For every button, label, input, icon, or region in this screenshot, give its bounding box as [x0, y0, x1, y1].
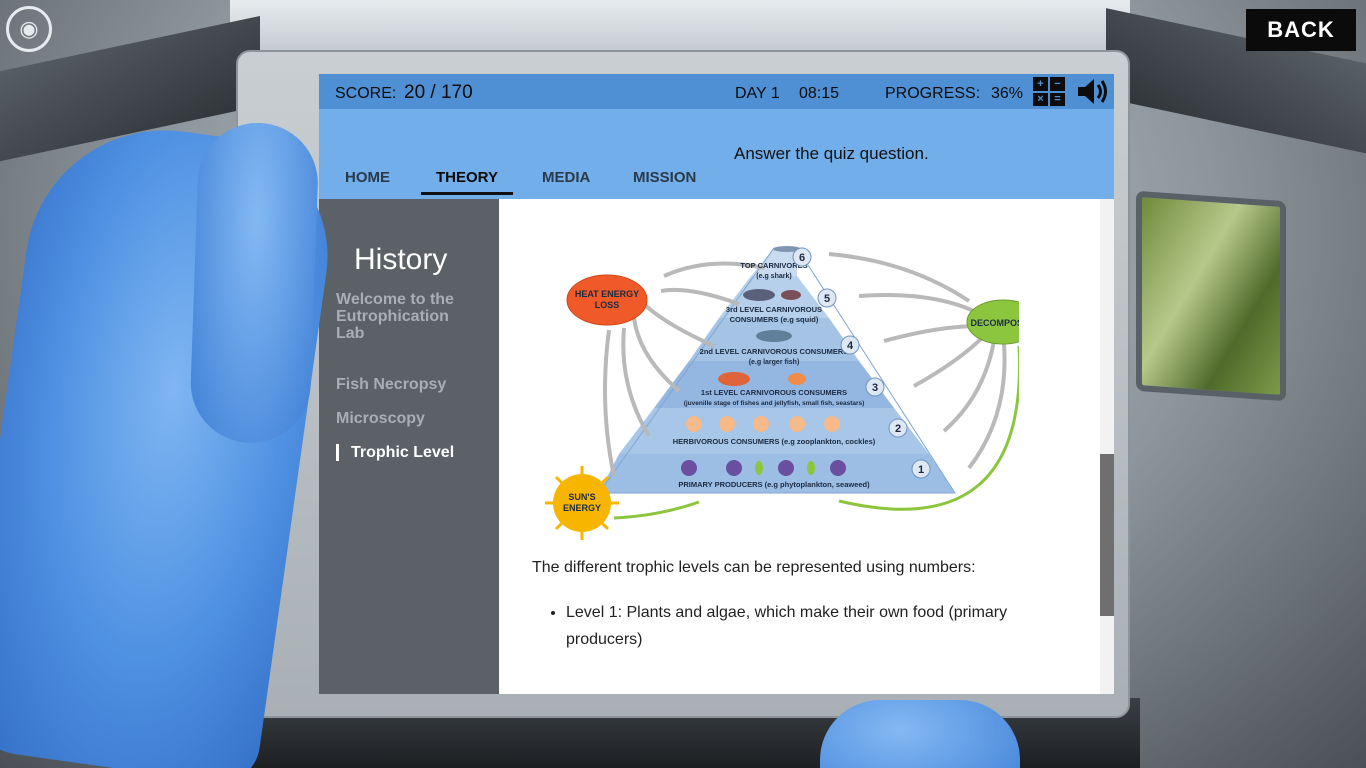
sidebar-title: History	[354, 243, 448, 276]
status-bar: SCORE: 20 / 170 DAY 1 08:15 PROGRESS: 36…	[319, 74, 1114, 109]
day-label: DAY 1	[735, 85, 780, 102]
tablet-screen: SCORE: 20 / 170 DAY 1 08:15 PROGRESS: 36…	[319, 74, 1114, 694]
list-item: Level 1: Plants and algae, which make th…	[566, 599, 1066, 653]
tab-theory[interactable]: THEORY	[421, 169, 513, 195]
badge-6: 6	[799, 252, 805, 264]
time-label: 08:15	[799, 85, 840, 102]
sidebar-item-fish-necropsy[interactable]: Fish Necropsy	[336, 376, 447, 393]
trophic-pyramid-diagram: HEAT ENERGY LOSS DECOMPOSER SUN'S ENERGY…	[529, 246, 1040, 544]
view-rotate-icon[interactable]: ◉	[6, 6, 52, 52]
sun-label-2: ENERGY	[563, 503, 601, 513]
sun-label-1: SUN'S	[568, 492, 595, 502]
content-bullet-list: Level 1: Plants and algae, which make th…	[566, 599, 1066, 653]
badge-1: 1	[918, 464, 924, 476]
content-paragraph: The different trophic levels can be repr…	[532, 559, 976, 576]
right-glove-hand	[820, 700, 1020, 768]
left-glove-thumb	[188, 120, 320, 445]
tab-home[interactable]: HOME	[345, 169, 390, 186]
badge-4: 4	[847, 340, 854, 352]
organism-icons	[681, 246, 846, 476]
level-5-sub: CONSUMERS (e.g squid)	[730, 315, 819, 324]
scrollbar-thumb[interactable]	[1100, 454, 1114, 616]
score-value: 20 / 170	[404, 82, 473, 103]
level-2-title: HERBIVOROUS CONSUMERS (e.g zooplankton, …	[673, 437, 876, 446]
sidebar: History Welcome to the Eutrophication La…	[319, 199, 499, 694]
decomposer-label: DECOMPOSER	[970, 318, 1019, 328]
scrollbar-track[interactable]	[1100, 199, 1114, 694]
lab-rail	[230, 0, 1130, 52]
calculator-icon[interactable]: +−×=	[1033, 77, 1065, 106]
speaker-icon[interactable]	[1076, 77, 1110, 106]
progress-label: PROGRESS:	[885, 85, 981, 102]
heat-loss-label-2: LOSS	[595, 300, 620, 310]
level-3-title: 1st LEVEL CARNIVOROUS CONSUMERS	[701, 388, 847, 397]
instruction-text: Answer the quiz question.	[734, 144, 929, 163]
progress-value: 36%	[991, 85, 1024, 102]
sidebar-item-microscopy[interactable]: Microscopy	[336, 410, 425, 427]
badge-5: 5	[824, 293, 830, 305]
level-number-badges: 6 5 4 3 2 1	[792, 247, 931, 479]
nav-bar: Answer the quiz question. HOME THEORY ME…	[319, 109, 1114, 199]
level-1-title: PRIMARY PRODUCERS (e.g phytoplankton, se…	[678, 480, 870, 489]
level-4-title: 2nd LEVEL CARNIVOROUS CONSUMERS	[700, 347, 849, 356]
badge-3: 3	[872, 382, 878, 394]
level-6-title: TOP CARNIVORES	[740, 261, 807, 270]
sidebar-item-welcome[interactable]: Welcome to the Eutrophication Lab	[336, 291, 454, 342]
level-5-title: 3rd LEVEL CARNIVOROUS	[726, 305, 822, 314]
back-button[interactable]: BACK	[1246, 9, 1356, 51]
level-3-sub: (juvenille stage of fishes and jellyfish…	[684, 400, 865, 407]
badge-2: 2	[895, 423, 901, 435]
heat-loss-label-1: HEAT ENERGY	[575, 289, 639, 299]
score-label: SCORE:	[335, 85, 397, 102]
level-6-sub: (e.g shark)	[756, 273, 791, 280]
sidebar-item-trophic-level[interactable]: Trophic Level	[336, 444, 454, 461]
tab-media[interactable]: MEDIA	[542, 169, 591, 186]
lab-window	[1136, 190, 1286, 402]
tab-mission[interactable]: MISSION	[633, 169, 697, 186]
level-4-sub: (e.g larger fish)	[749, 359, 800, 366]
